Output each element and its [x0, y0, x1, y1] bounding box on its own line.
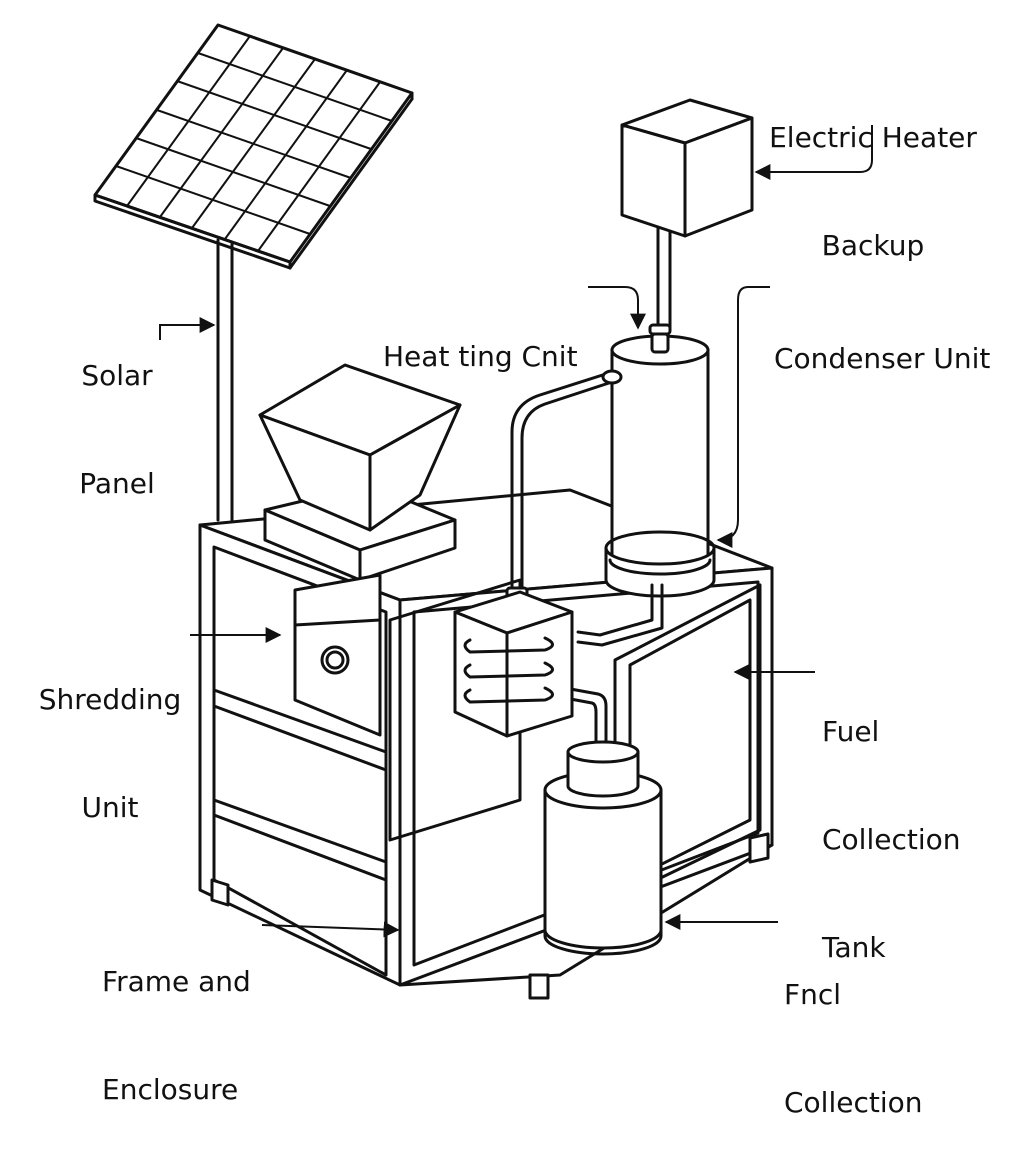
- condenser-column: [606, 325, 714, 596]
- label-electric-heater-backup: Electric Heater Backup: [760, 48, 986, 300]
- label-fuel-collection: Fncl Collection: [784, 905, 923, 1157]
- callout-heating-unit: [588, 287, 638, 328]
- heat-exchanger: [455, 592, 572, 736]
- electric-heater-box: [622, 100, 752, 330]
- solar-panel: [95, 25, 412, 268]
- label-frame-and-enclosure: Frame and Enclosure: [102, 892, 251, 1144]
- solar-panel-pole: [218, 240, 232, 520]
- label-condenser-unit: Condenser Unit: [774, 269, 990, 413]
- label-solar-panel: Solar Panel: [62, 286, 172, 538]
- label-heating-unit: Heat ting Cnit: [383, 267, 578, 411]
- label-shredding-unit: Shredding Unit: [30, 610, 190, 862]
- callout-condenser: [718, 287, 770, 540]
